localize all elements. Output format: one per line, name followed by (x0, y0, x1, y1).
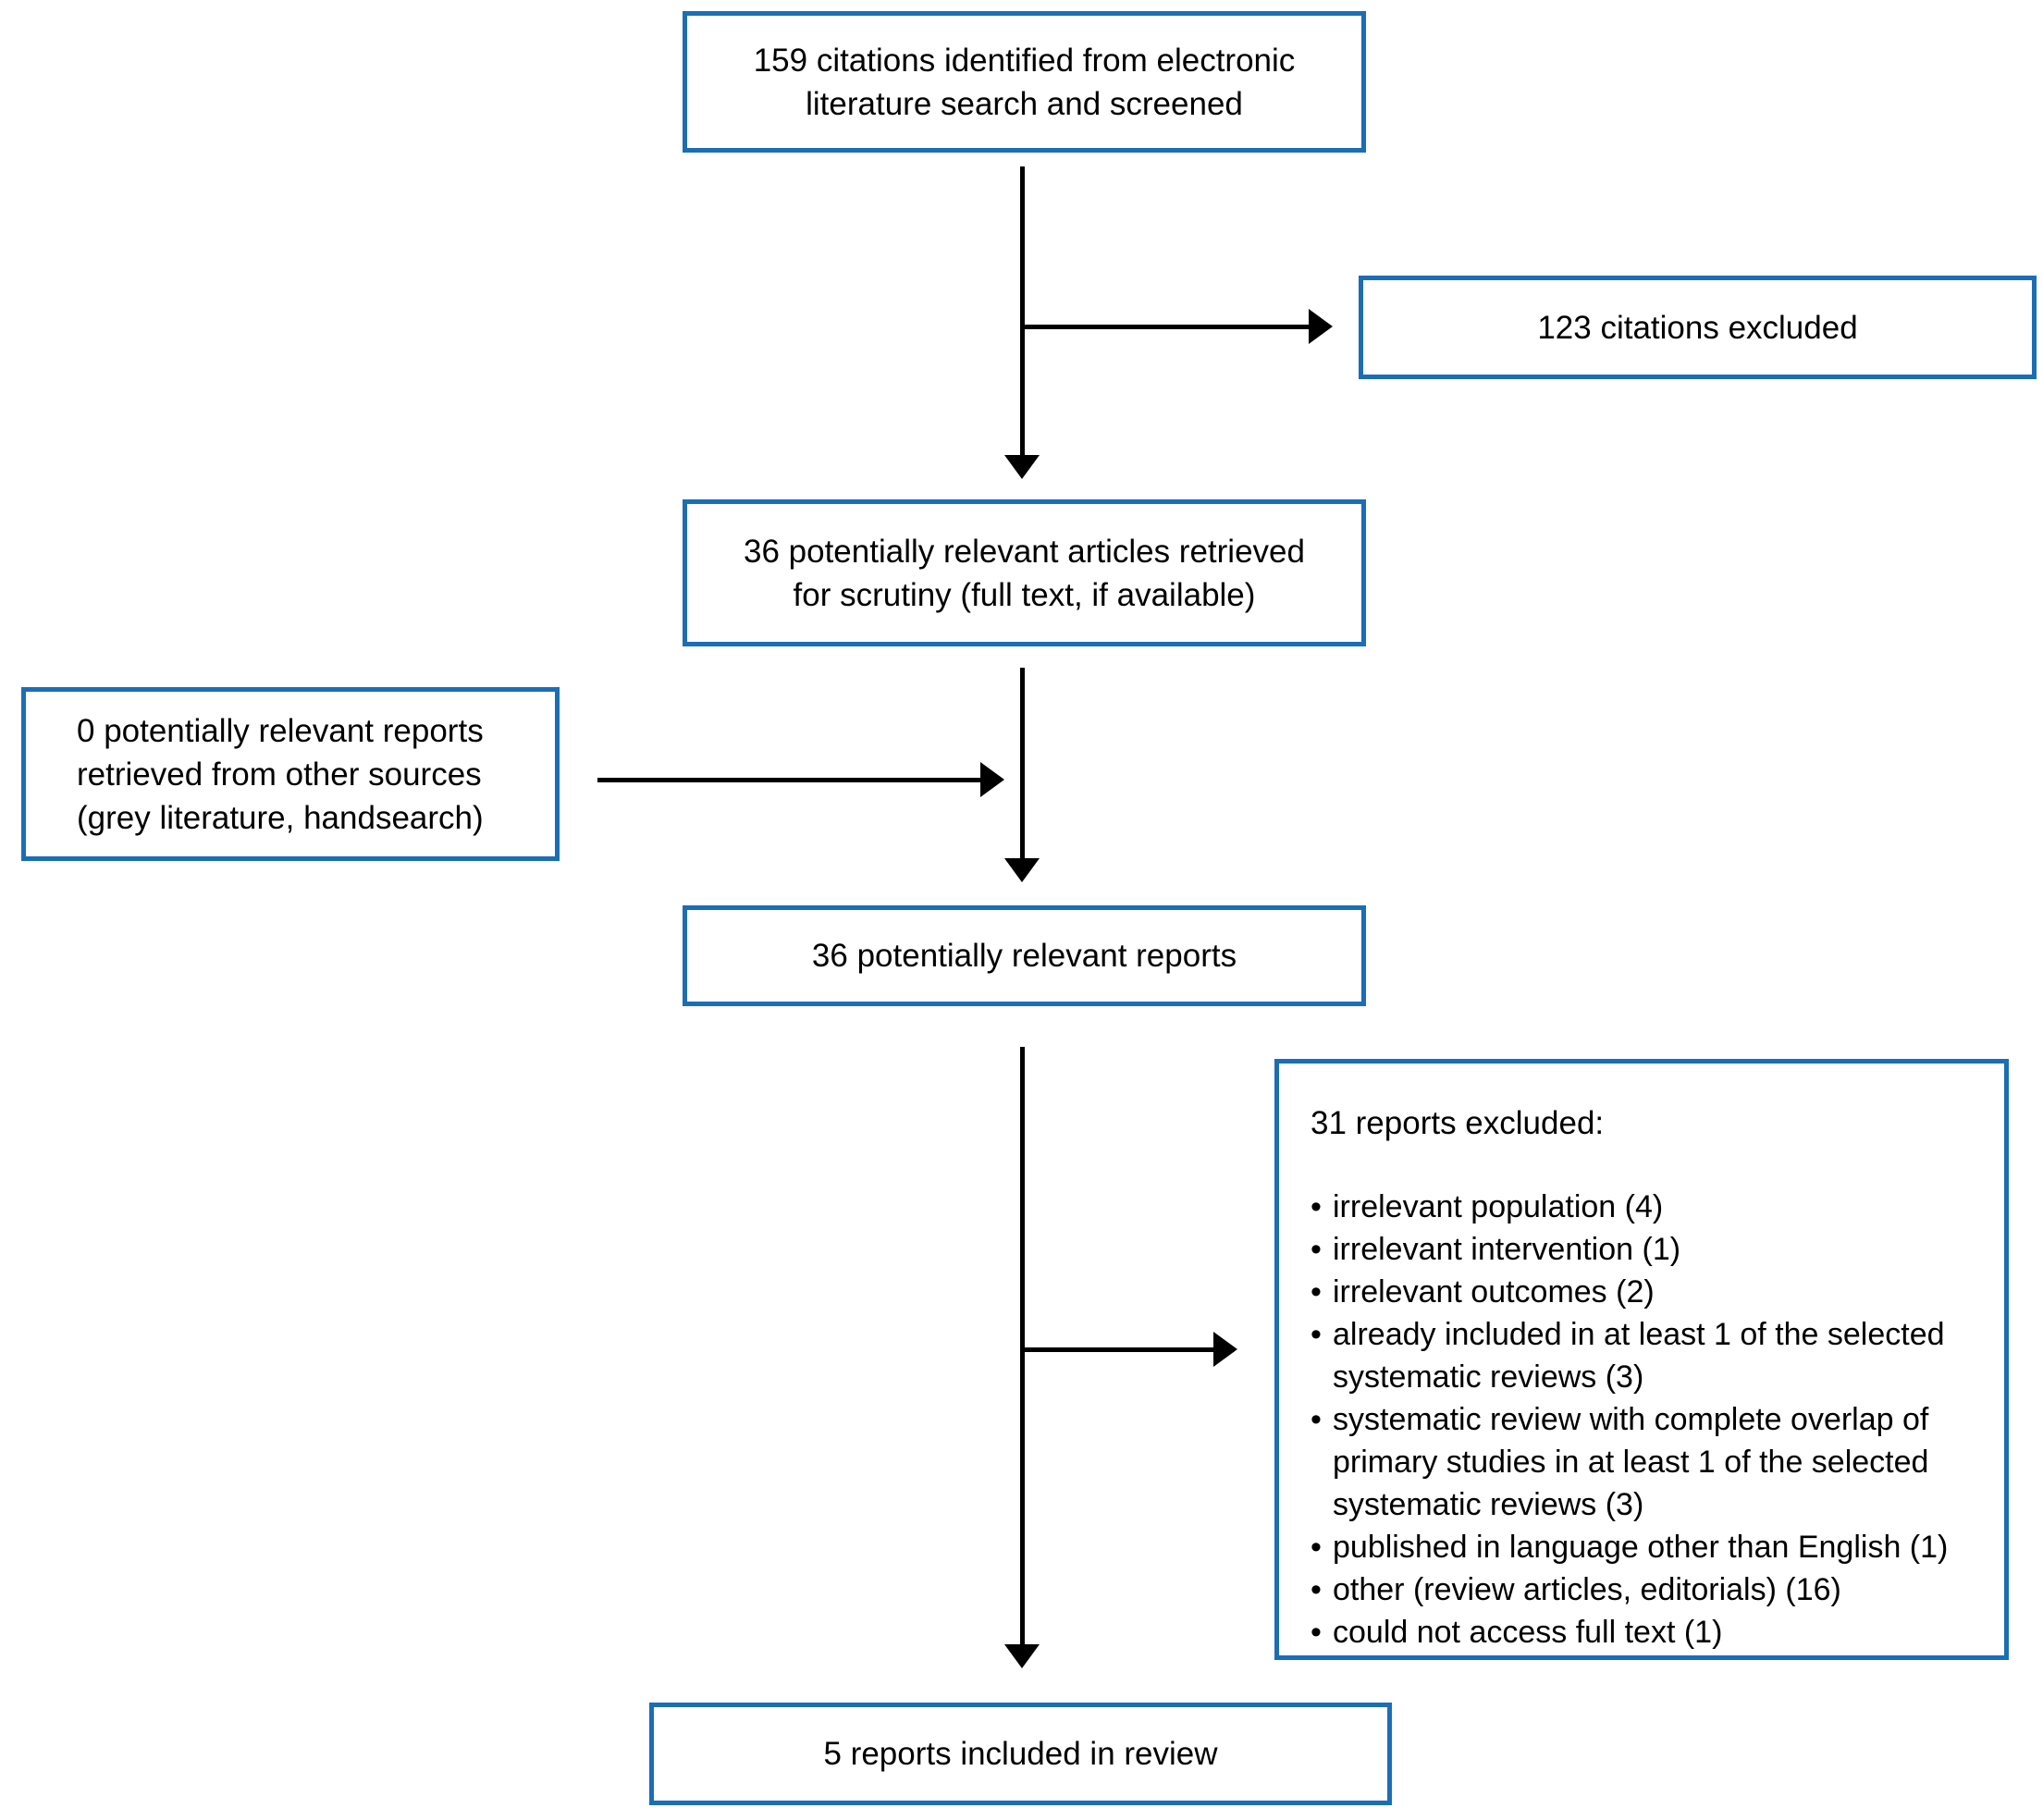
excluded-reason-item: • published in language other than Englis… (1311, 1526, 1993, 1568)
arrow-screening-to-retrieved-line (1020, 166, 1025, 455)
excluded-reason-item: • irrelevant population (4) (1311, 1186, 1993, 1228)
excluded-reason-item: • irrelevant intervention (1) (1311, 1228, 1993, 1271)
arrow-branch-reports-excluded-line (1022, 1347, 1213, 1352)
arrow-right-icon (980, 762, 1004, 797)
articles-retrieved-text: 36 potentially relevant articles retriev… (744, 533, 1305, 613)
excluded-reason-text: already included in at least 1 of the se… (1333, 1317, 1945, 1395)
excluded-reason-text: systematic review with complete overlap … (1333, 1402, 1929, 1522)
box-citations-excluded: 123 citations excluded (1359, 276, 2037, 379)
excluded-reason-text: irrelevant outcomes (2) (1333, 1274, 1655, 1310)
excluded-reason-item: • other (review articles, editorials) (16… (1311, 1568, 1993, 1611)
excluded-reasons-list: • irrelevant population (4) • irrelevant in… (1311, 1186, 1993, 1654)
box-articles-retrieved: 36 potentially relevant articles retriev… (683, 499, 1366, 646)
citations-excluded-text: 123 citations excluded (1537, 309, 1858, 346)
bullet-icon: • (1311, 1274, 1322, 1310)
arrow-other-sources-to-flow-line (597, 778, 980, 782)
excluded-reason-item: • already included in at least 1 of the s… (1311, 1313, 1993, 1398)
arrow-right-icon (1213, 1332, 1237, 1367)
arrow-branch-citations-excluded-line (1022, 325, 1309, 329)
box-citations-identified: 159 citations identified from electronic… (683, 11, 1366, 153)
reports-excluded-title: 31 reports excluded: (1311, 1105, 1605, 1141)
bullet-icon: • (1311, 1615, 1322, 1650)
other-sources-text: 0 potentially relevant reports retrieved… (77, 712, 484, 836)
bullet-icon: • (1311, 1189, 1322, 1224)
bullet-icon: • (1311, 1402, 1322, 1437)
excluded-reason-item: • systematic review with complete overlap… (1311, 1398, 1993, 1526)
arrow-down-icon (1004, 455, 1040, 479)
bullet-icon: • (1311, 1572, 1322, 1607)
citations-identified-text: 159 citations identified from electronic… (753, 42, 1296, 122)
excluded-reason-text: other (review articles, editorials) (16) (1333, 1572, 1841, 1607)
included-in-review-text: 5 reports included in review (823, 1736, 1218, 1772)
excluded-reason-text: could not access full text (1) (1333, 1615, 1723, 1650)
excluded-reason-item: • irrelevant outcomes (2) (1311, 1271, 1993, 1313)
excluded-reason-text: published in language other than English… (1333, 1530, 1949, 1565)
bullet-icon: • (1311, 1232, 1322, 1267)
box-included-in-review: 5 reports included in review (649, 1703, 1392, 1805)
excluded-reason-text: irrelevant population (4) (1333, 1189, 1664, 1224)
arrow-retrieved-to-reports-line (1020, 668, 1025, 858)
excluded-reason-item: • could not access full text (1) (1311, 1611, 1993, 1654)
excluded-reason-text: irrelevant intervention (1) (1333, 1232, 1681, 1267)
arrow-reports-to-included-line (1020, 1047, 1025, 1644)
bullet-icon: • (1311, 1530, 1322, 1565)
arrow-down-icon (1004, 1644, 1040, 1668)
box-relevant-reports: 36 potentially relevant reports (683, 905, 1366, 1006)
arrow-down-icon (1004, 858, 1040, 882)
relevant-reports-text: 36 potentially relevant reports (811, 938, 1237, 974)
bullet-icon: • (1311, 1317, 1322, 1352)
box-other-sources: 0 potentially relevant reports retrieved… (21, 687, 560, 861)
arrow-right-icon (1309, 309, 1333, 344)
box-reports-excluded: 31 reports excluded: • irrelevant populat… (1274, 1059, 2009, 1660)
